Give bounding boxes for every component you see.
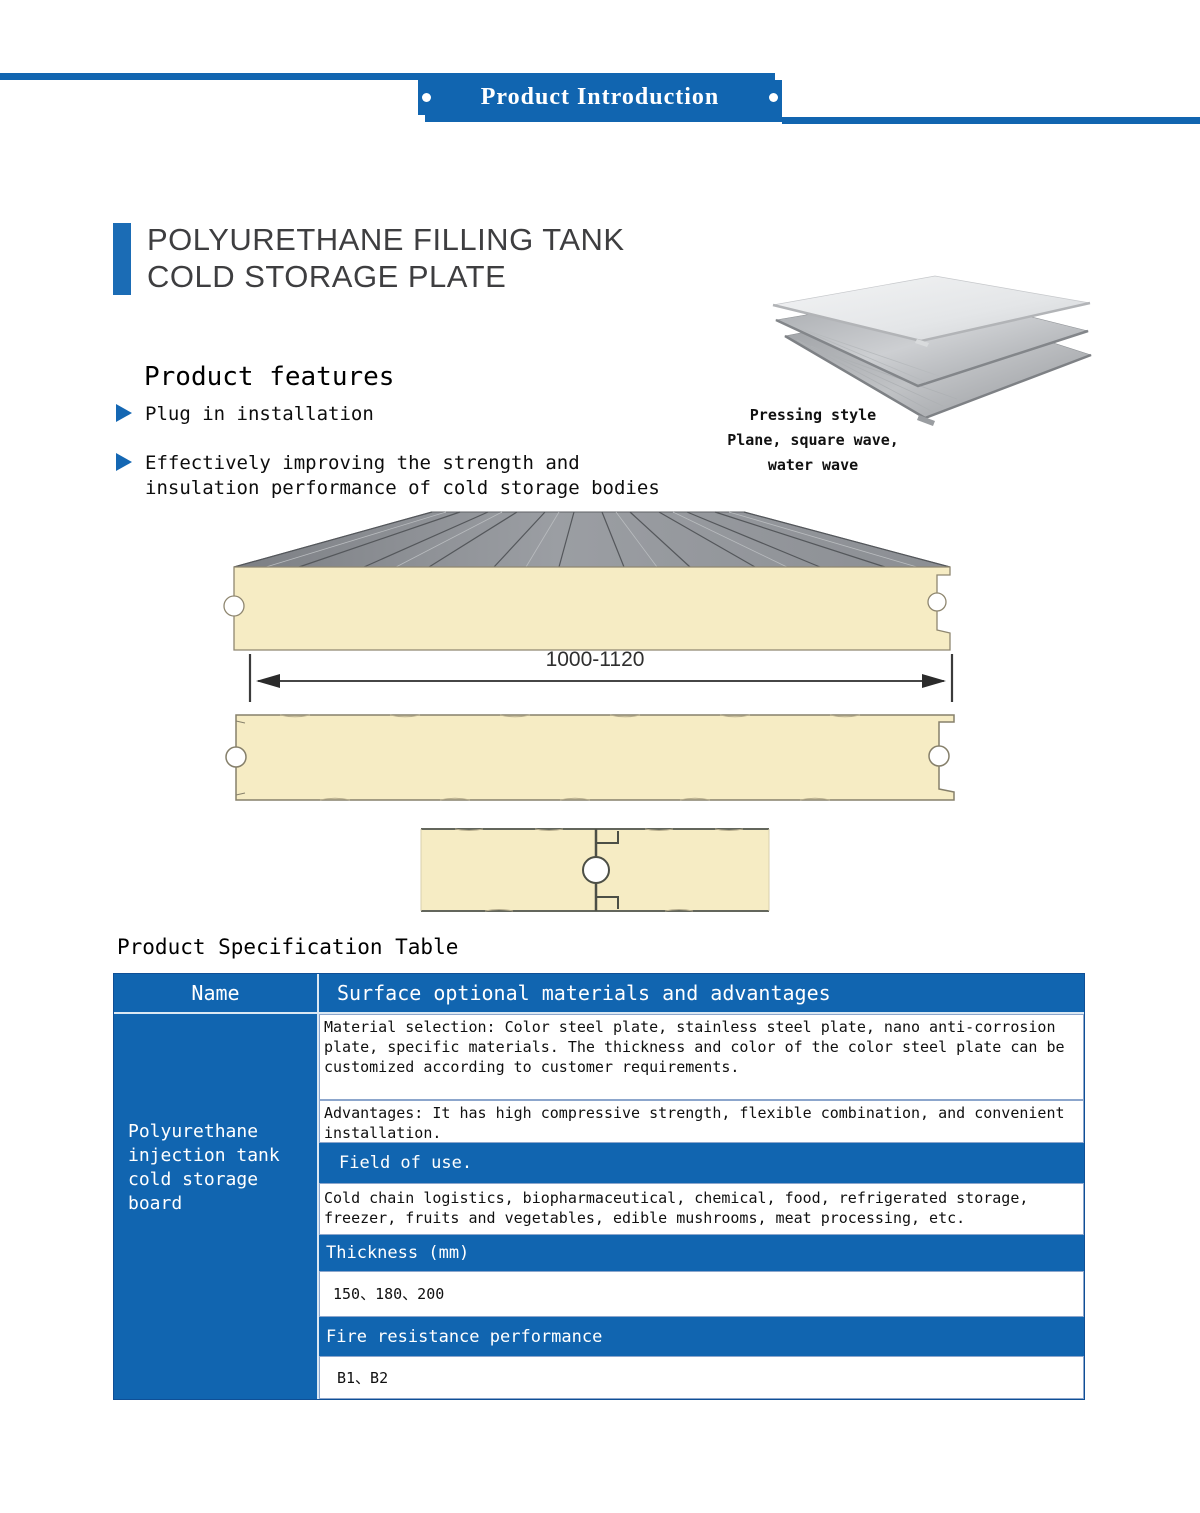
spec-table-rows: Material selection: Color steel plate, s… [319,1014,1084,1399]
pressing-style-note: Pressing style Plane, square wave, water… [698,403,928,478]
header-rule-right [782,117,1200,124]
col-header-name: Name [114,974,319,1014]
panel-joint-image [420,828,770,912]
product-title-line2: COLD STORAGE PLATE [147,259,507,294]
feature-item-1: Plug in installation [116,402,374,427]
banner-notch-bottom-left [418,115,425,122]
fire-resistance-header-row: Fire resistance performance [319,1317,1084,1356]
thickness-header-row: Thickness (mm) [319,1235,1084,1271]
panel-cross-section-image [225,714,955,801]
section-banner: Product Introduction [418,73,782,122]
spec-table: Name Surface optional materials and adva… [113,973,1085,1400]
field-of-use-row: Cold chain logistics, biopharmaceutical,… [319,1183,1084,1235]
field-of-use-header-row: Field of use. [319,1143,1084,1183]
banner-notch-top-right [775,73,782,80]
fire-resistance-value-row: B1、B2 [319,1356,1084,1399]
title-accent-bar [113,223,131,295]
bullet-triangle-icon [116,453,132,471]
product-title: POLYURETHANE FILLING TANK COLD STORAGE P… [147,221,625,295]
stacked-plates-image [772,275,1092,426]
header-rule-left [0,73,418,80]
banner-dot-right-icon [769,93,778,102]
thickness-value-row: 150、180、200 [319,1271,1084,1317]
spec-table-header-row: Name Surface optional materials and adva… [114,974,1084,1014]
width-dimension-arrow [248,654,954,702]
advantages-row: Advantages: It has high compressive stre… [319,1100,1084,1143]
banner-title: Product Introduction [480,84,720,110]
feature-text: Plug in installation [145,403,374,425]
feature-text: Effectively improving the strength and i… [145,452,660,499]
features-heading: Product features [144,362,395,392]
spec-table-body: Polyurethane injection tank cold storage… [114,1014,1084,1399]
pressing-style-line3: water wave [767,456,859,474]
banner-dot-left-icon [422,93,431,102]
spec-table-heading: Product Specification Table [117,935,459,959]
bullet-triangle-icon [116,404,132,422]
pressing-style-title: Pressing style [749,406,877,424]
pressing-style-line2: Plane, square wave, [727,431,899,449]
width-dimension-label: 1000-1120 [545,648,645,671]
product-title-line1: POLYURETHANE FILLING TANK [147,222,625,257]
panel-3d-image [223,511,951,651]
feature-item-2: Effectively improving the strength and i… [116,451,691,501]
product-name-cell: Polyurethane injection tank cold storage… [114,1014,319,1399]
col-header-surface: Surface optional materials and advantage… [319,974,1084,1014]
material-selection-row: Material selection: Color steel plate, s… [319,1014,1084,1100]
